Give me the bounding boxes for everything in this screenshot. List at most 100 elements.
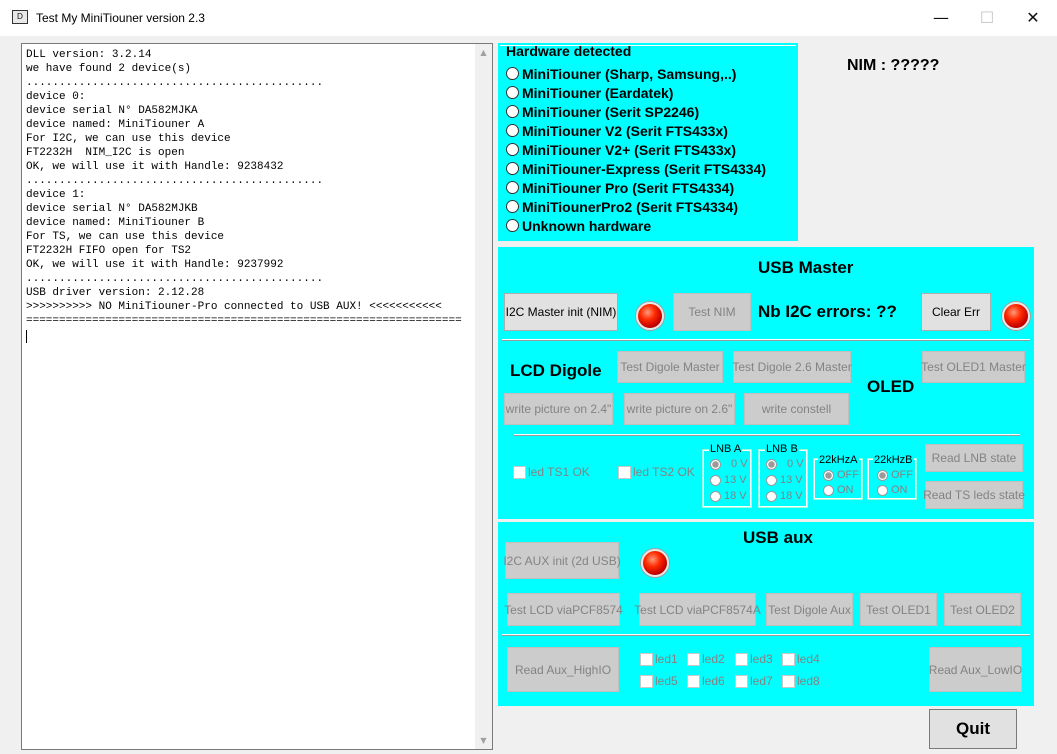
22khz-a-on-radio[interactable]: ON (820, 484, 854, 496)
lnb-b-0v-radio[interactable]: 0 V (766, 458, 804, 470)
test-lcd-pcf8574a-button[interactable]: Test LCD viaPCF8574A (634, 593, 761, 626)
log-line: OK, we will use it with Handle: 9238432 (26, 161, 284, 173)
checkbox-box[interactable] (687, 652, 700, 666)
aux-led-checkbox[interactable]: led5 (640, 674, 678, 688)
aux-led-checkbox[interactable]: led6 (687, 674, 725, 688)
test-oled2-button[interactable]: Test OLED2 (944, 593, 1021, 626)
log-line: device 1: (26, 189, 86, 201)
radio-button[interactable] (506, 162, 519, 175)
i2c-master-init-button[interactable]: I2C Master init (NIM) (504, 293, 618, 331)
close-button[interactable]: ✕ (1026, 8, 1040, 27)
checkbox-box[interactable] (687, 674, 700, 688)
radio-button[interactable] (506, 143, 519, 156)
test-digole-master-button[interactable]: Test Digole Master (617, 351, 723, 383)
checkbox-box[interactable] (640, 652, 653, 666)
22khz-b-label: 22kHzB (873, 454, 914, 466)
hardware-option-radio[interactable]: MiniTiounerPro2 (Serit FTS4334) (506, 197, 738, 216)
checkbox-box[interactable] (735, 652, 748, 666)
22khz-a-label: 22kHzA (818, 454, 859, 466)
read-lnb-state-button[interactable]: Read LNB state (925, 444, 1023, 472)
group-border (500, 45, 796, 46)
test-oled1-button[interactable]: Test OLED1 (860, 593, 937, 626)
quit-button[interactable]: Quit (929, 709, 1017, 749)
radio-button[interactable] (506, 219, 519, 232)
radio-button[interactable] (506, 200, 519, 213)
test-digole-26-master-button[interactable]: Test Digole 2.6 Master (732, 351, 852, 383)
scroll-up-icon[interactable]: ▲ (480, 48, 487, 57)
lnb-a-0v-radio[interactable]: 0 V (710, 458, 748, 470)
radio-button[interactable] (506, 86, 519, 99)
aux-led-label: led4 (797, 652, 820, 666)
hardware-option-radio[interactable]: MiniTiouner V2+ (Serit FTS433x) (506, 140, 736, 159)
log-line: FT2232H FIFO open for TS2 (26, 245, 192, 257)
log-line: device serial N° DA582MJKA (26, 105, 198, 117)
checkbox-box[interactable] (782, 674, 795, 688)
lnb-a-18v-radio[interactable]: 18 V (710, 490, 747, 502)
hardware-option-label: MiniTiouner Pro (Serit FTS4334) (522, 179, 735, 196)
test-lcd-pcf8574-button[interactable]: Test LCD viaPCF8574 (504, 593, 623, 626)
write-constell-button[interactable]: write constell (744, 393, 849, 425)
radio-button[interactable] (506, 181, 519, 194)
scroll-down-icon[interactable]: ▼ (480, 736, 487, 745)
hardware-option-radio[interactable]: Unknown hardware (506, 216, 651, 235)
read-aux-lowio-button[interactable]: Read Aux_LowIO (929, 647, 1022, 692)
aux-led-checkbox[interactable]: led4 (782, 652, 820, 666)
minimize-button[interactable]: — (933, 8, 949, 27)
lnb-b-13v-radio[interactable]: 13 V (766, 474, 803, 486)
checkbox-box[interactable] (640, 674, 653, 688)
aux-led-checkbox[interactable]: led2 (687, 652, 725, 666)
log-line: USB driver version: 2.12.28 (26, 287, 205, 299)
checkbox-box[interactable] (782, 652, 795, 666)
hardware-option-radio[interactable]: MiniTiouner (Sharp, Samsung,..) (506, 64, 736, 83)
lnb-a-13v-radio[interactable]: 13 V (710, 474, 747, 486)
usb-aux-panel: USB aux I2C AUX init (2d USB) Test LCD v… (498, 522, 1034, 706)
aux-led-checkbox[interactable]: led7 (735, 674, 773, 688)
hardware-option-radio[interactable]: MiniTiouner Pro (Serit FTS4334) (506, 178, 734, 197)
log-scrollbar[interactable]: ▲ ▼ (475, 44, 492, 749)
radio-button[interactable] (506, 67, 519, 80)
hardware-option-radio[interactable]: MiniTiouner-Express (Serit FTS4334) (506, 159, 766, 178)
lnb-b-18v-radio[interactable]: 18 V (766, 490, 803, 502)
checkbox-box[interactable] (618, 465, 631, 479)
led-ts1-checkbox[interactable]: led TS1 OK (513, 465, 590, 479)
test-digole-aux-button[interactable]: Test Digole Aux (766, 593, 853, 626)
aux-led-label: led5 (655, 674, 678, 688)
hardware-option-label: MiniTiouner (Sharp, Samsung,..) (522, 65, 737, 82)
test-nim-button[interactable]: Test NIM (673, 293, 751, 331)
usb-aux-title: USB aux (743, 528, 813, 547)
read-ts-leds-state-button[interactable]: Read TS leds state (923, 481, 1025, 509)
window-title: Test My MiniTiouner version 2.3 (36, 11, 205, 25)
radio-button[interactable] (506, 124, 519, 137)
separator (502, 339, 1030, 341)
hardware-option-radio[interactable]: MiniTiouner (Serit SP2246) (506, 102, 699, 121)
checkbox-box[interactable] (735, 674, 748, 688)
read-aux-highio-button[interactable]: Read Aux_HighIO (507, 647, 619, 692)
aux-led-checkbox[interactable]: led1 (640, 652, 678, 666)
22khz-a-off-radio[interactable]: OFF (820, 469, 859, 481)
aux-led-checkbox[interactable]: led8 (782, 674, 820, 688)
log-line: DLL version: 3.2.14 (26, 49, 152, 61)
title-bar: D Test My MiniTiouner version 2.3 — ☐ ✕ (0, 0, 1057, 36)
i2c-aux-init-button[interactable]: I2C AUX init (2d USB) (503, 542, 621, 579)
log-line: device named: MiniTiouner A (26, 119, 205, 131)
22khz-b-on-radio[interactable]: ON (874, 484, 908, 496)
log-line: ........................................… (26, 77, 324, 89)
maximize-button[interactable]: ☐ (979, 8, 995, 27)
oled-title: OLED (867, 377, 915, 396)
22khz-b-off-radio[interactable]: OFF (874, 469, 913, 481)
checkbox-box[interactable] (513, 465, 526, 479)
hardware-option-radio[interactable]: MiniTiouner V2 (Serit FTS433x) (506, 121, 728, 140)
clear-err-button[interactable]: Clear Err (921, 293, 991, 331)
log-line: ========================================… (26, 315, 462, 327)
hardware-option-label: Unknown hardware (522, 217, 652, 234)
test-oled1-master-button[interactable]: Test OLED1 Master (921, 351, 1026, 383)
radio-button[interactable] (506, 105, 519, 118)
aux-led-checkbox[interactable]: led3 (735, 652, 773, 666)
usb-master-title: USB Master (758, 258, 854, 277)
led-ts2-label: led TS2 OK (633, 465, 695, 479)
led-ts2-checkbox[interactable]: led TS2 OK (618, 465, 695, 479)
hardware-option-radio[interactable]: MiniTiouner (Eardatek) (506, 83, 673, 102)
write-picture-26-button[interactable]: write picture on 2.6" (624, 393, 735, 425)
write-picture-24-button[interactable]: write picture on 2.4" (504, 393, 613, 425)
